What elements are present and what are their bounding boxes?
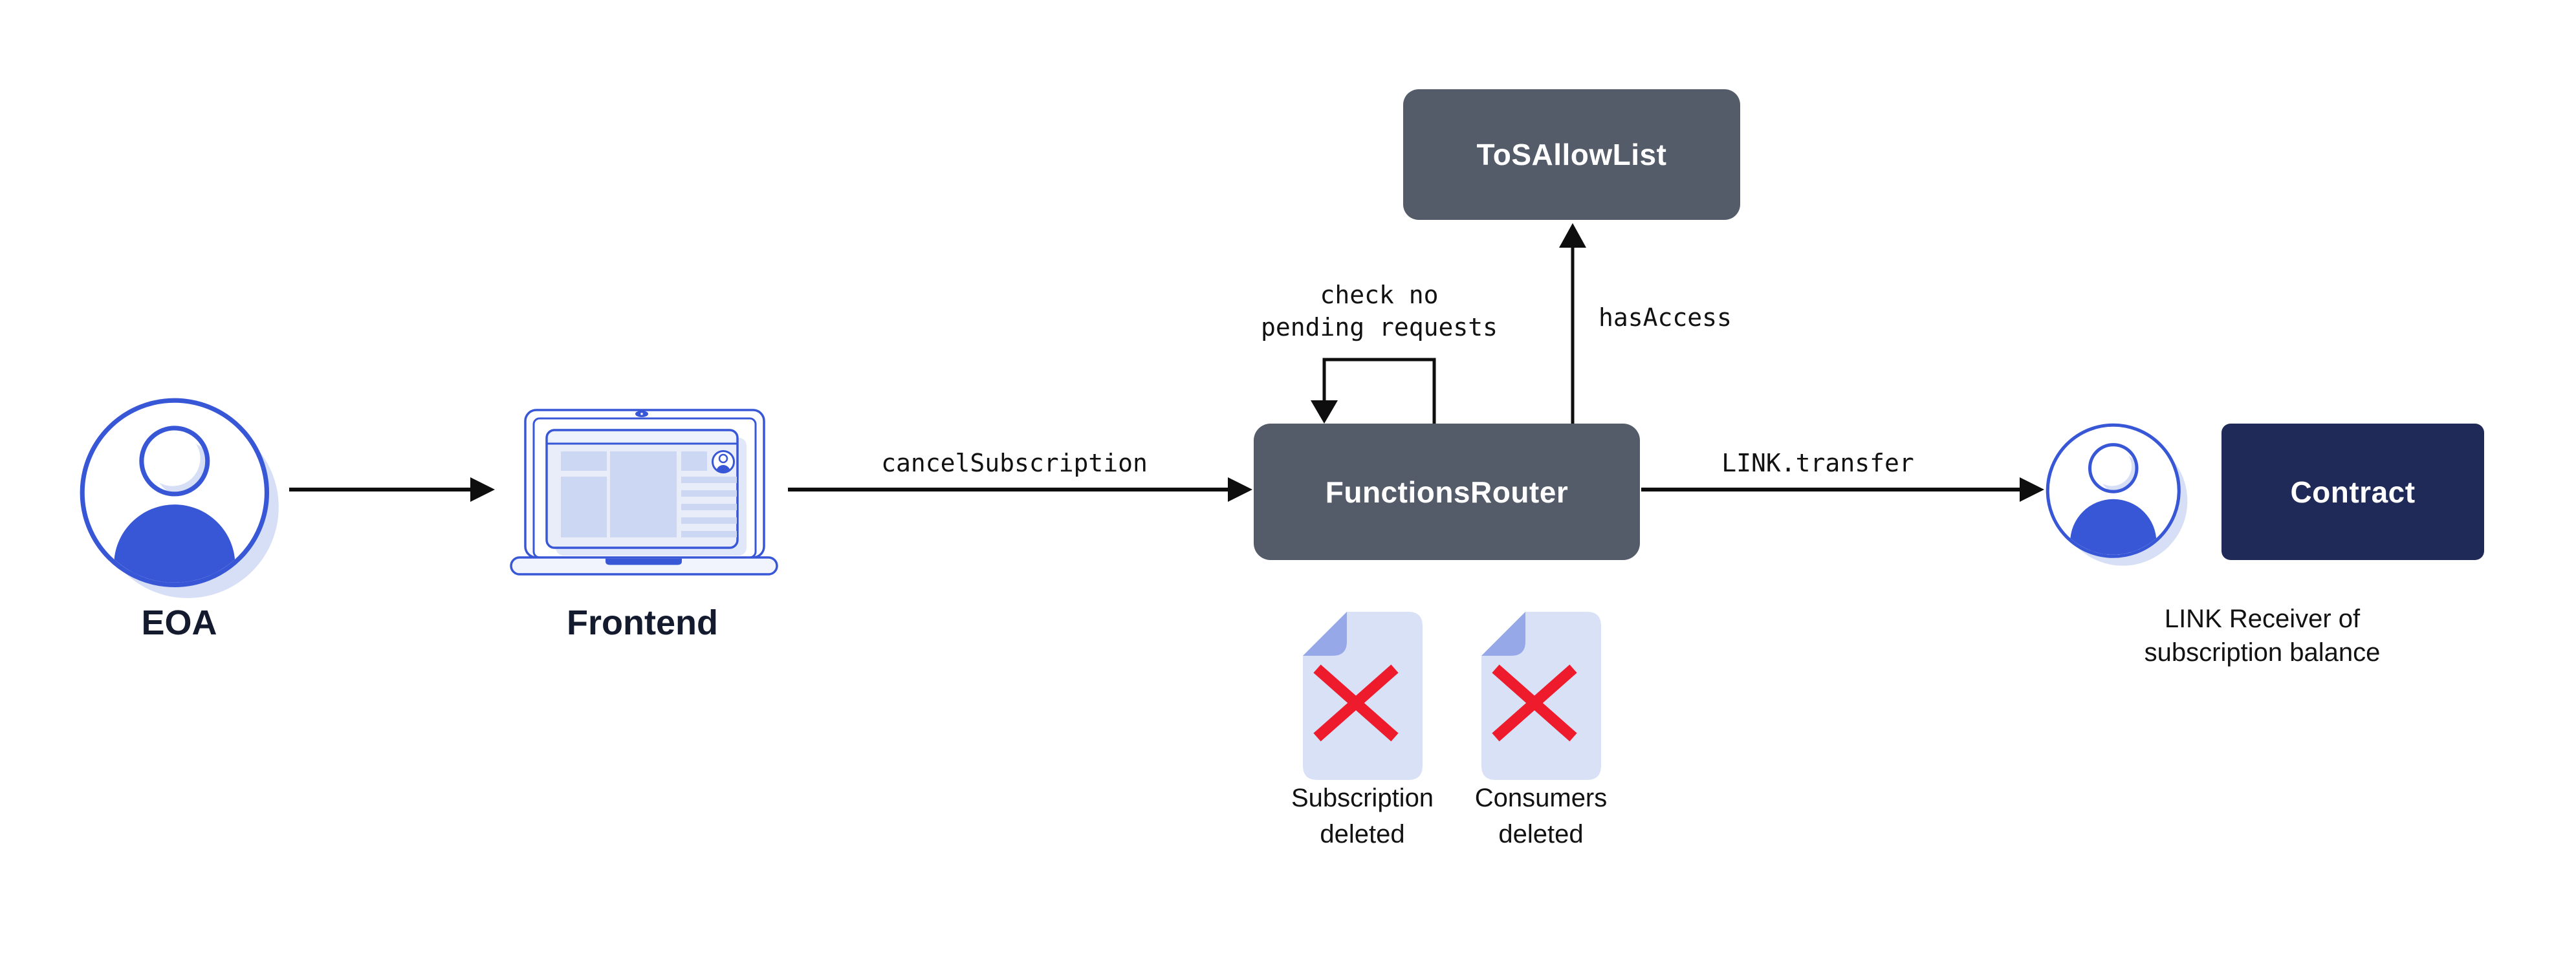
node-label: ToSAllowList (1476, 138, 1667, 171)
x-icon (1313, 664, 1399, 742)
edge-router-to-tos (1559, 223, 1586, 424)
edge-label-link-transfer: LINK.transfer (1721, 449, 1914, 477)
node-functions-router: FunctionsRouter (1254, 424, 1640, 560)
consumers-deleted-document-icon (1481, 612, 1601, 780)
subscription-deleted-document-icon (1303, 612, 1423, 780)
edge-router-to-receiver (1641, 477, 2044, 502)
receiver-person-icon (2046, 423, 2188, 566)
edge-frontend-to-router (788, 477, 1252, 502)
edge-router-self-loop (1311, 358, 1436, 424)
eoa-person-icon (80, 398, 279, 598)
node-label: Contract (2290, 475, 2416, 509)
node-tos-allow-list: ToSAllowList (1403, 89, 1740, 220)
arrowhead-icon (470, 477, 495, 502)
edge-label-check-no-pending: check no pending requests (1260, 281, 1498, 341)
node-label: FunctionsRouter (1325, 475, 1569, 509)
document-fold (1303, 612, 1347, 656)
x-icon (1492, 664, 1577, 742)
arrowhead-icon (1311, 400, 1338, 424)
arrowhead-icon (2020, 477, 2044, 502)
arrowhead-icon (1228, 477, 1252, 502)
caption-eoa: EOA (141, 603, 217, 642)
caption-consumers-deleted: Consumers deleted (1474, 784, 1608, 848)
edge-eoa-to-frontend (289, 477, 495, 502)
browser-avatar-icon (712, 450, 735, 473)
node-contract: Contract (2221, 424, 2484, 560)
edge-label-has-access: hasAccess (1599, 303, 1732, 332)
caption-link-receiver: LINK Receiver of subscription balance (2144, 605, 2381, 667)
document-fold (1481, 612, 1525, 656)
arrowhead-icon (1559, 223, 1586, 248)
edge-label-cancel-subscription: cancelSubscription (881, 449, 1148, 477)
frontend-laptop-icon (510, 409, 778, 576)
laptop-base (510, 556, 778, 576)
caption-frontend: Frontend (567, 603, 718, 642)
caption-subscription-deleted: Subscription deleted (1291, 784, 1434, 848)
